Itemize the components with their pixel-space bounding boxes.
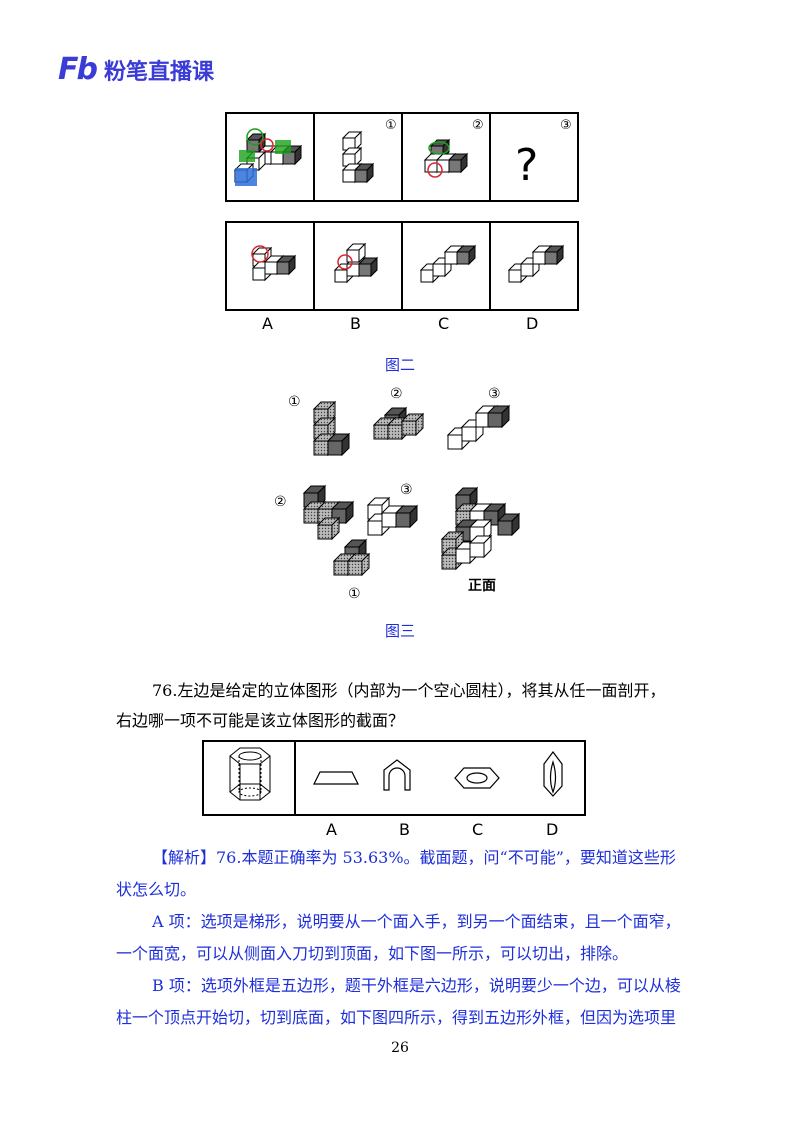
fig2-option-b: B xyxy=(350,314,361,333)
q-option-d: D xyxy=(546,820,559,839)
brand-logo: Fb 粉笔直播课 xyxy=(58,52,214,87)
arch-shape xyxy=(383,759,411,791)
brand-name: 粉笔直播课 xyxy=(103,59,214,85)
analysis-line-1: 【解析】76.本题正确率为 53.63%。截面题，问“不可能”，要知道这些形 xyxy=(152,848,676,867)
analysis-line-5: B 项：选项外框是五边形，题干外框是六边形，说明要少一个边，可以从棱 xyxy=(152,976,681,995)
front-label: 正面 xyxy=(468,578,496,594)
hexagon-ellipse-shape xyxy=(454,767,500,789)
fig3-marker-4: ② xyxy=(274,494,287,510)
pointed-shape xyxy=(543,751,563,797)
figure-2-caption: 图二 xyxy=(384,356,415,374)
fig3-marker-2: ② xyxy=(390,386,403,402)
hex-prism-icon xyxy=(229,747,271,801)
marker-3: ③ xyxy=(560,118,572,133)
question-line-2: 右边哪一项不可能是该立体图形的截面？ xyxy=(116,711,405,730)
fig3-marker-3: ③ xyxy=(488,386,501,402)
question-line-1: 76.左边是给定的立体图形（内部为一个空心圆柱），将其从任一面剖开， xyxy=(152,681,666,700)
figure-2: ① ② ③ ? xyxy=(225,112,579,311)
q-option-b: B xyxy=(399,820,410,839)
q-option-c: C xyxy=(472,820,484,839)
question-figure xyxy=(202,740,586,816)
trapezoid-shape xyxy=(313,771,359,785)
fig3-marker-5: ③ xyxy=(400,482,413,498)
analysis-line-6: 柱一个顶点开始切，切到底面，如下图四所示，得到五边形外框，但因为选项里 xyxy=(116,1008,677,1027)
fig2-option-c: C xyxy=(438,314,450,333)
page-number: 26 xyxy=(391,1040,409,1056)
analysis-line-3: A 项：选项是梯形，说明要从一个面入手，到另一个面结束，且一个面窄， xyxy=(152,912,681,931)
analysis-line-2: 状怎么切。 xyxy=(116,880,197,899)
fig2-option-a: A xyxy=(262,314,273,333)
marker-1: ① xyxy=(385,118,397,133)
logo-mark: Fb xyxy=(58,52,98,87)
marker-2: ② xyxy=(472,118,484,133)
annotated-cubes xyxy=(234,128,302,186)
fig2-option-d: D xyxy=(526,314,539,333)
figure-3-caption: 图三 xyxy=(384,622,415,640)
question-mark: ? xyxy=(515,140,538,191)
analysis-line-4: 一个面宽，可以从侧面入刀切到顶面，如下图一所示，可以切出，排除。 xyxy=(116,944,629,963)
fig3-marker-6: ① xyxy=(348,586,361,602)
figure-3: ① ② ③ ② ③ ① 正面 xyxy=(274,386,520,602)
q-option-a: A xyxy=(326,820,337,839)
fig3-marker-1: ① xyxy=(288,394,301,410)
